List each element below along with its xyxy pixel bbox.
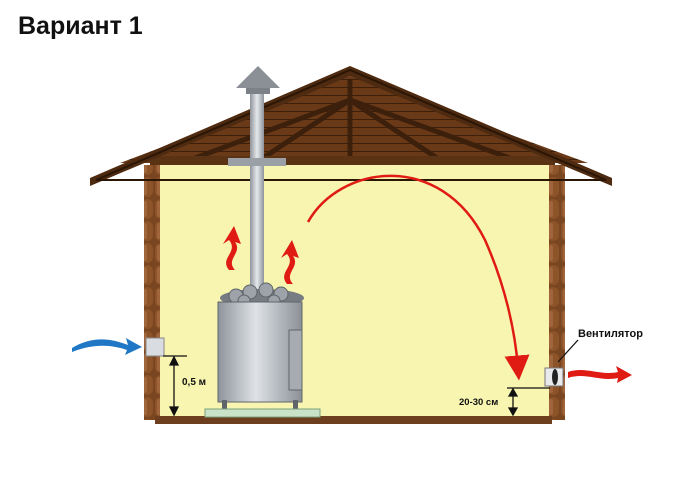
hot-air-arrow-icon bbox=[223, 226, 299, 284]
page-title: Вариант 1 bbox=[18, 12, 143, 40]
floor bbox=[155, 416, 552, 424]
cold-air-arrow-icon bbox=[72, 338, 142, 355]
inlet-height-dimension bbox=[163, 355, 187, 417]
sauna-stove bbox=[217, 282, 304, 410]
exhaust-arrow-icon bbox=[568, 366, 632, 383]
outlet-height-dimension bbox=[507, 387, 550, 417]
left-wall bbox=[144, 165, 160, 420]
stone-base bbox=[204, 408, 321, 418]
air-flow-curve bbox=[306, 174, 530, 381]
roof-gable bbox=[120, 76, 588, 163]
fan-label: Вентилятор bbox=[578, 328, 643, 340]
chimney-cap bbox=[236, 66, 280, 88]
right-wall bbox=[549, 165, 565, 420]
roof-rafters bbox=[189, 80, 516, 163]
fan-icon bbox=[544, 367, 564, 387]
chimney-pipe bbox=[250, 94, 264, 294]
inlet-vent bbox=[145, 337, 165, 357]
ceiling-beam bbox=[150, 156, 555, 165]
inlet-height-label: 0,5 м bbox=[182, 377, 206, 388]
fan-leader-line bbox=[557, 339, 579, 363]
pipe-flange bbox=[228, 158, 286, 166]
outlet-height-label: 20-30 см bbox=[459, 397, 498, 408]
